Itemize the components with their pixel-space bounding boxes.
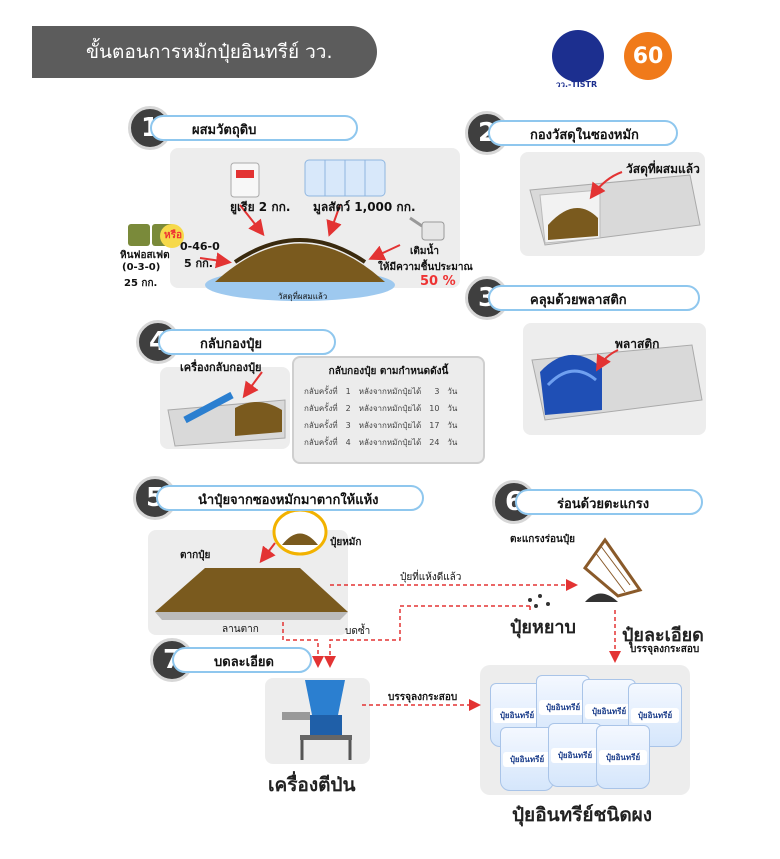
compost-label: ปุ๋ยหมัก	[330, 537, 362, 548]
page-title: ขั้นตอนการหมักปุ๋ยอินทรีย์ วว.	[32, 26, 377, 78]
rock-phosphate-formula: (0-3-0)	[122, 262, 161, 273]
moisture-pct: 50 %	[420, 274, 456, 289]
alt-qty: 5 กก.	[184, 257, 213, 270]
bag-label: ปุ๋ยอินทรีย์	[585, 704, 633, 719]
turning-machine-label: เครื่องกลับกองปุ๋ย	[180, 361, 262, 374]
manure-bags-icon	[304, 159, 386, 197]
schedule-cell-n: 3	[345, 421, 351, 430]
bag-label: ปุ๋ยอินทรีย์	[539, 700, 587, 715]
mixed-label: วัสดุที่ผสมแล้ว	[278, 292, 328, 301]
step2-mixed-label: วัสดุที่ผสมแล้ว	[626, 162, 700, 176]
fertilizer-bag: ปุ๋ยอินทรีย์	[596, 725, 650, 789]
dry-label: ตากปุ๋ย	[180, 550, 211, 561]
grinder-pack-label: บรรจุลงกระสอบ	[388, 692, 458, 703]
watering-can-icon	[409, 216, 445, 241]
anniversary-logo: 60	[624, 32, 672, 80]
dried-label: ปุ๋ยที่แห้งดีแล้ว	[400, 572, 462, 583]
bag-label: ปุ๋ยอินทรีย์	[599, 750, 647, 765]
arrow-phosphate	[199, 252, 232, 269]
fertilizer-bag: ปุ๋ยอินทรีย์	[500, 727, 554, 791]
manure-label: มูลสัตว์ 1,000 กก.	[313, 200, 416, 214]
arrow-step4-machine	[242, 371, 263, 399]
drying-yard	[155, 568, 348, 620]
urea-label: ยูเรีย 2 กก.	[230, 200, 291, 214]
fertilizer-bags: ปุ๋ยอินทรีย์ปุ๋ยอินทรีย์ปุ๋ยอินทรีย์ปุ๋ย…	[490, 675, 682, 791]
schedule-row: กลับครั้งที่ 3 หลังจากหมักปุ๋ยได้ 17 วัน	[300, 417, 461, 434]
or-label: หรือ	[164, 230, 182, 241]
sieve-frame	[528, 537, 643, 608]
fine-pack-label: บรรจุลงกระสอบ	[630, 644, 700, 655]
schedule-cell-desc: หลังจากหมักปุ๋ยได้	[358, 404, 422, 413]
arrow-step3-plastic	[595, 349, 619, 372]
plastic-covered-trough	[531, 344, 703, 421]
water-label: เติมน้ำ	[410, 246, 439, 257]
compost-thumbnail	[272, 508, 328, 556]
fertilizer-bag: ปุ๋ยอินทรีย์	[548, 723, 602, 787]
schedule-cell-unit: วัน	[447, 438, 458, 447]
bag-label: ปุ๋ยอินทรีย์	[551, 748, 599, 763]
schedule-cell-days: 10	[429, 404, 440, 413]
schedule-cell-days: 17	[429, 421, 440, 430]
schedule-cell-round: กลับครั้งที่	[304, 421, 338, 430]
schedule-cell-n: 1	[345, 387, 351, 396]
rock-phosphate-qty: 25 กก.	[124, 278, 158, 289]
rock-phosphate-label: หินฟอสเฟต	[120, 250, 170, 261]
step-3-title: คลุมด้วยพลาสติก	[488, 285, 700, 311]
schedule-row: กลับครั้งที่ 4 หลังจากหมักปุ๋ยได้ 24 วัน	[300, 434, 461, 451]
compost-heap	[205, 238, 395, 301]
compost-trough	[529, 174, 701, 246]
grinder-label: เครื่องตีป่น	[268, 774, 356, 796]
fine-label: ปุ๋ยละเอียด	[622, 625, 704, 646]
turning-machine	[167, 391, 286, 447]
arrow-thumbnail	[259, 542, 276, 564]
yard-label: ลานตาก	[222, 624, 259, 635]
step-2-title: กองวัสดุในซองหมัก	[488, 120, 678, 146]
arrow-step2-mixed	[589, 171, 623, 200]
schedule-cell-days: 24	[429, 438, 440, 447]
schedule-cell-round: กลับครั้งที่	[304, 404, 338, 413]
bag-label: ปุ๋ยอินทรีย์	[631, 708, 679, 723]
step-4-title: กลับกองปุ๋ย	[158, 329, 336, 355]
schedule-row: กลับครั้งที่ 1 หลังจากหมักปุ๋ยได้ 3 วัน	[300, 383, 461, 400]
step-6-badge: 6	[492, 480, 536, 524]
coarse-label: ปุ๋ยหยาบ	[510, 617, 576, 638]
schedule-row: กลับครั้งที่ 2 หลังจากหมักปุ๋ยได้ 10 วัน	[300, 400, 461, 417]
schedule-cell-n: 4	[345, 438, 351, 447]
step-5-title: นำปุ๋ยจากซองหมักมาตากให้แห้ง	[156, 485, 424, 511]
schedule-cell-desc: หลังจากหมักปุ๋ยได้	[358, 387, 422, 396]
urea-bag-icon	[230, 162, 260, 198]
phosphate-bucket-icon	[128, 224, 184, 248]
schedule-cell-desc: หลังจากหมักปุ๋ยได้	[358, 421, 422, 430]
arrow-urea	[239, 204, 265, 237]
arrow-coarse-to-grind	[330, 605, 531, 665]
schedule-cell-round: กลับครั้งที่	[304, 438, 338, 447]
tistr-logo	[552, 30, 604, 82]
grinder-machine	[282, 680, 352, 760]
schedule-cell-days: 3	[434, 387, 440, 396]
schedule-cell-n: 2	[345, 404, 351, 413]
schedule-cell-desc: หลังจากหมักปุ๋ยได้	[358, 438, 422, 447]
schedule-cell-unit: วัน	[447, 421, 458, 430]
arrow-yard-to-grinder	[282, 622, 324, 668]
plastic-label: พลาสติก	[615, 337, 660, 351]
moisture-label: ให้มีความชื้นประมาณ	[378, 262, 473, 273]
schedule-title: กลับกองปุ๋ย ตามกำหนดดังนี้	[328, 366, 449, 377]
step-1-title: ผสมวัตถุดิบ	[150, 115, 358, 141]
step-7-title: บดละเอียด	[172, 647, 312, 673]
arrow-water	[368, 244, 401, 261]
schedule-cell-unit: วัน	[447, 387, 458, 396]
bag-label: ปุ๋ยอินทรีย์	[503, 752, 551, 767]
alt-formula: 0-46-0	[180, 240, 220, 253]
arrow-manure	[326, 204, 342, 237]
bag-label: ปุ๋ยอินทรีย์	[493, 708, 541, 723]
step-6-title: ร่อนด้วยตะแกรง	[515, 489, 703, 515]
regrind-label: บดซ้ำ	[345, 626, 371, 637]
schedule-box: กลับกองปุ๋ย ตามกำหนดดังนี้ กลับครั้งที่ 1…	[292, 356, 485, 464]
tistr-logo-text: วว.-TISTR	[556, 80, 598, 89]
schedule-cell-round: กลับครั้งที่	[304, 387, 338, 396]
final-product-label: ปุ๋ยอินทรีย์ชนิดผง	[512, 804, 653, 826]
schedule-cell-unit: วัน	[447, 404, 458, 413]
sieve-label: ตะแกรงร่อนปุ๋ย	[510, 534, 576, 545]
